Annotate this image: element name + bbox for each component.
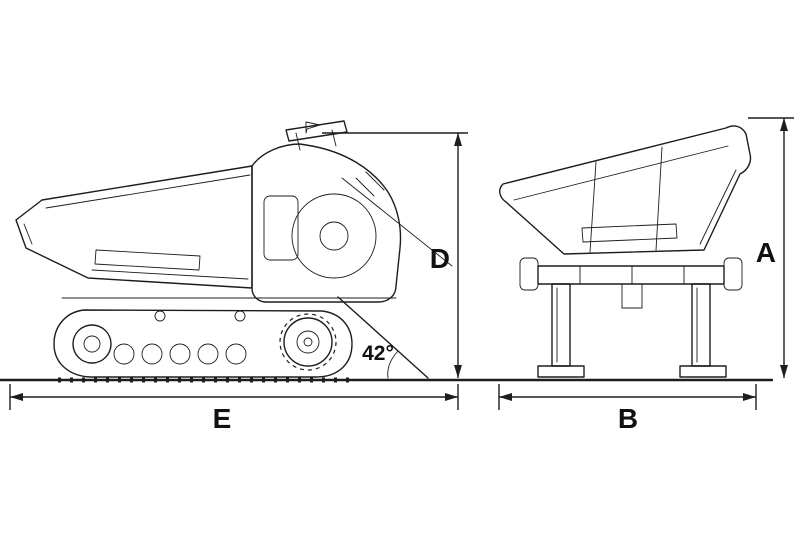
dim-b-arrow-left bbox=[499, 393, 512, 401]
track-outline bbox=[53, 309, 353, 378]
dim-e-label: E bbox=[213, 403, 232, 434]
frame-crossmember bbox=[537, 265, 725, 285]
side-view-dumper bbox=[15, 120, 453, 383]
dim-a-arrow-bottom bbox=[780, 365, 788, 378]
tip-angle-arc bbox=[387, 350, 399, 379]
support-foot-left bbox=[537, 365, 585, 378]
support-leg-inner-lines bbox=[556, 287, 698, 363]
skip-outline-rear bbox=[499, 125, 752, 255]
skip-rear-rim-inner bbox=[513, 145, 729, 201]
front-idler-hub bbox=[83, 335, 101, 353]
sprocket-hub bbox=[296, 330, 320, 354]
support-foot-right bbox=[679, 365, 727, 378]
tip-angle-ray bbox=[337, 296, 429, 379]
skip-bottom-inner-line bbox=[91, 269, 249, 280]
dim-d-arrow-top bbox=[454, 133, 462, 146]
dim-a-label: A bbox=[756, 237, 776, 268]
engine-vent-lines bbox=[355, 171, 385, 197]
frame-bracket-right bbox=[723, 257, 743, 291]
sprocket-axle bbox=[303, 337, 313, 347]
engine-body-outline bbox=[251, 143, 402, 303]
skip-front-lip-line bbox=[23, 223, 33, 245]
engine-side-panel bbox=[263, 195, 299, 261]
dimension-b: B bbox=[498, 384, 757, 434]
control-lever bbox=[305, 121, 321, 134]
dim-a-arrow-top bbox=[780, 118, 788, 131]
support-leg-left bbox=[551, 283, 571, 367]
skip-outline-side bbox=[15, 165, 253, 289]
dim-d-arrow-bottom bbox=[454, 365, 462, 378]
dim-b-arrow-right bbox=[743, 393, 756, 401]
dim-e-arrow-left bbox=[10, 393, 23, 401]
road-wheel bbox=[225, 343, 247, 365]
skip-rear-seam-left bbox=[589, 161, 597, 253]
tipping-ram bbox=[621, 283, 643, 309]
frame-ribs bbox=[579, 265, 685, 285]
road-wheel bbox=[169, 343, 191, 365]
engine-housing-circle bbox=[291, 193, 377, 279]
tipping-guide-line bbox=[341, 177, 453, 267]
dim-d-label: D bbox=[430, 243, 450, 274]
tip-angle-annotation: 42° bbox=[337, 296, 429, 379]
skip-rear-right-inner bbox=[699, 169, 737, 245]
skip-rim-inner-line bbox=[45, 174, 251, 209]
support-leg-right bbox=[691, 283, 711, 367]
road-wheel bbox=[197, 343, 219, 365]
dim-e-arrow-right bbox=[445, 393, 458, 401]
tip-angle-label: 42° bbox=[362, 342, 394, 365]
road-wheel bbox=[141, 343, 163, 365]
dimension-e: E bbox=[9, 384, 459, 434]
skip-side-rib bbox=[94, 249, 201, 271]
dim-b-label: B bbox=[618, 403, 638, 434]
top-roller bbox=[234, 310, 246, 322]
dimension-a: A bbox=[748, 117, 794, 378]
skip-rear-bar-detail bbox=[581, 223, 678, 243]
drive-sprocket bbox=[283, 317, 333, 367]
rear-view-dumper bbox=[499, 125, 752, 378]
frame-bracket-left bbox=[519, 257, 539, 291]
front-idler-wheel bbox=[72, 324, 112, 364]
top-roller bbox=[154, 310, 166, 322]
dimension-d: D bbox=[322, 132, 468, 378]
road-wheel bbox=[113, 343, 135, 365]
sprocket-teeth bbox=[279, 313, 337, 371]
skip-rear-seam-right bbox=[655, 146, 663, 251]
handlebar bbox=[285, 120, 348, 142]
engine-hub-circle bbox=[319, 221, 349, 251]
